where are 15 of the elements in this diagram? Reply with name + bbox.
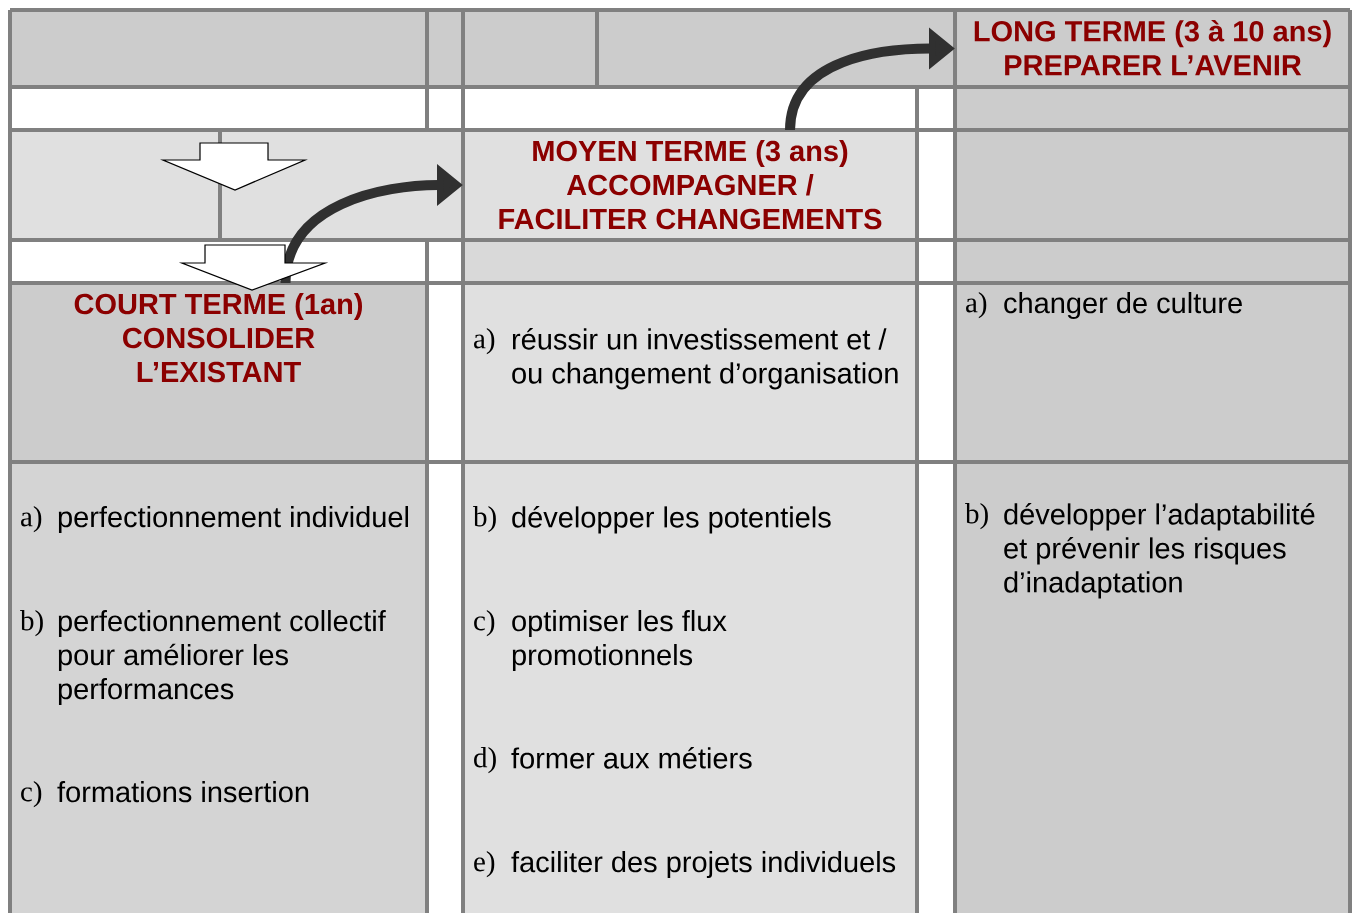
list-item: b) perfectionnement collectif pour améliorer les performances xyxy=(20,610,386,706)
list-item: b) développer l’adaptabilité et prévenir les risques d’inadaptation xyxy=(965,503,1315,599)
table-cell: LONG TERME (3 à 10 ans) PREPARER L’AVENIR xyxy=(955,10,1350,87)
list-item: b) développer les potentiels xyxy=(473,506,831,534)
table-cell xyxy=(463,283,917,462)
table-cell: COURT TERME (1an) CONSOLIDER L’EXISTANT xyxy=(10,283,427,462)
list-item: a) perfectionnement individuel xyxy=(21,506,408,534)
list-item: a) réussir un investissement et / ou changement d’organisation xyxy=(474,328,898,390)
list-item: c) formations insertion xyxy=(21,781,309,808)
list-item: c) optimiser les flux promotionnels xyxy=(474,610,727,672)
table-cell: MOYEN TERME (3 ans) ACCOMPAGNER / FACILITER CHANGEMENTS xyxy=(463,130,917,240)
list-item: d) former aux métiers xyxy=(474,747,752,774)
list-item: a) changer de culture xyxy=(966,292,1242,320)
list-item: e) faciliter des projets individuels xyxy=(474,851,896,879)
table-cell xyxy=(10,462,427,913)
